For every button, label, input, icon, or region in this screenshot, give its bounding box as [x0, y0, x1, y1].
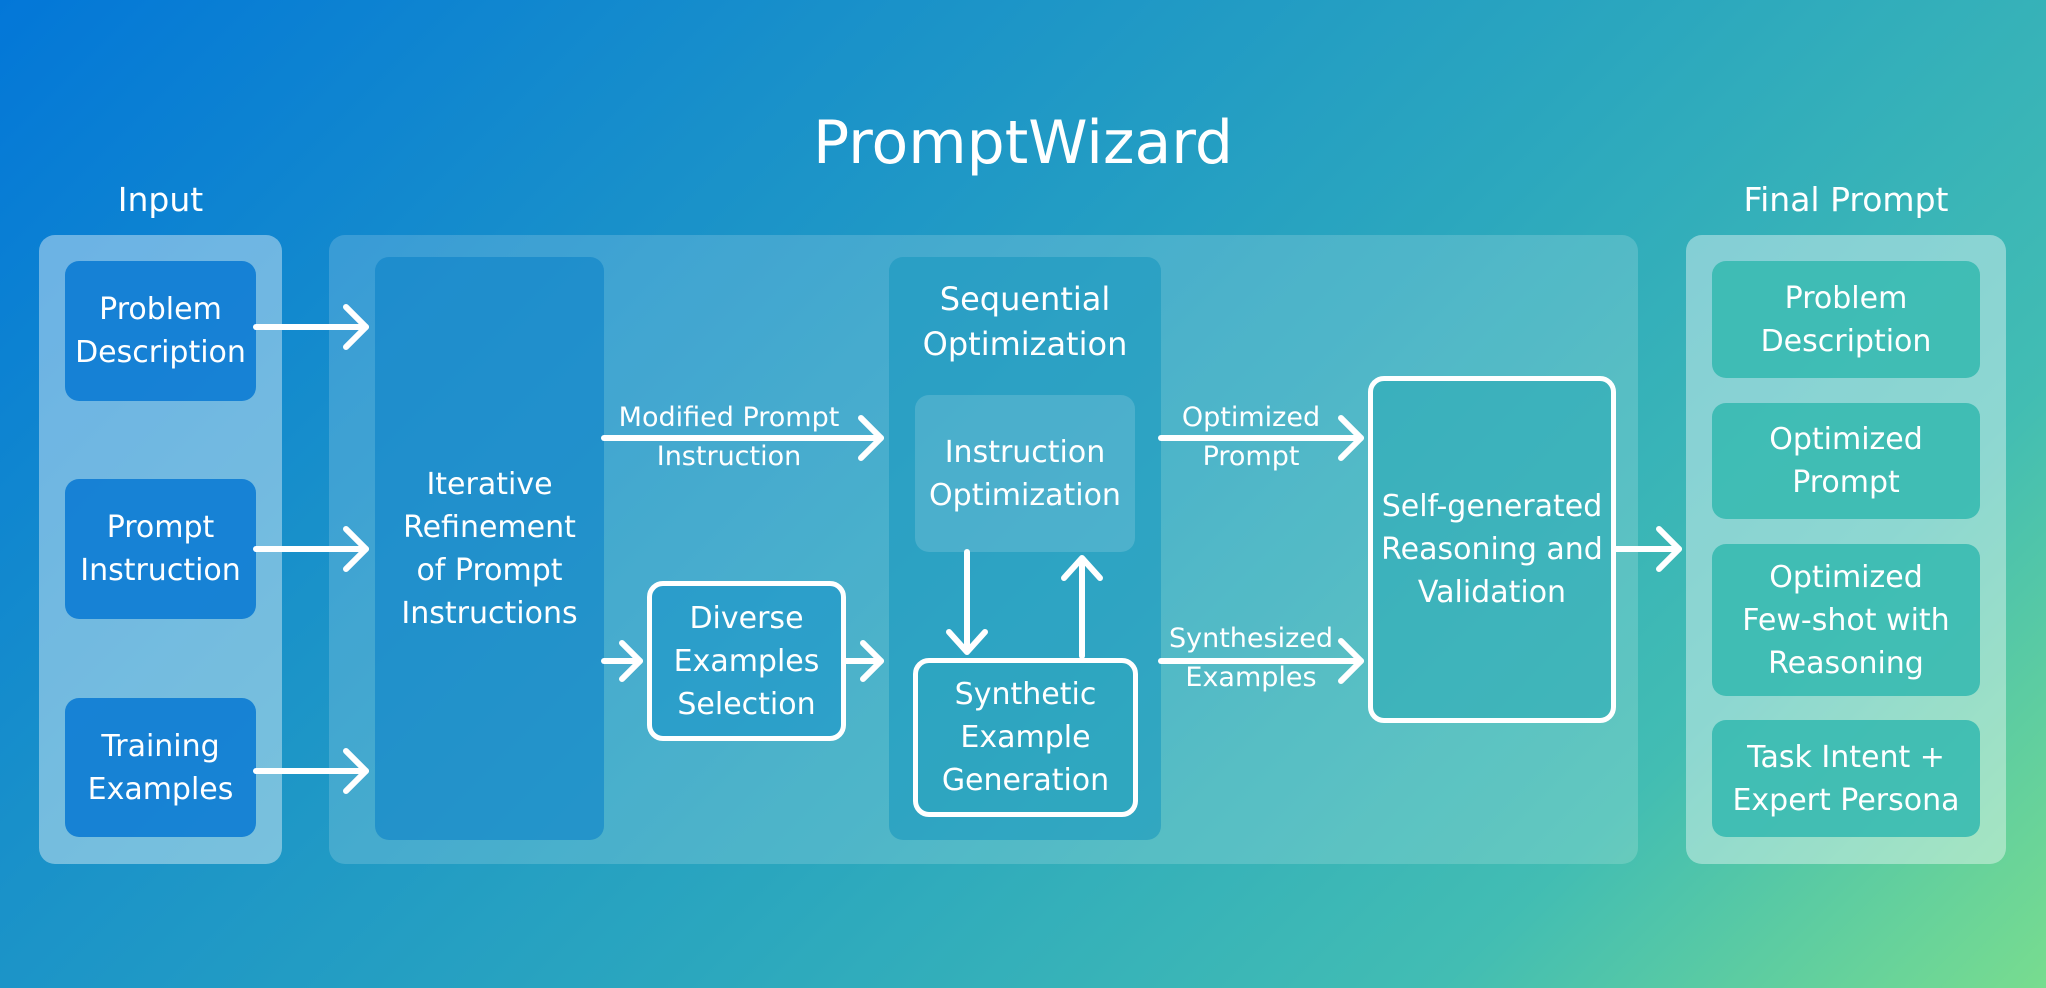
edge-label-modified-prompt: Modified Prompt Instruction [618, 402, 840, 472]
self-generated-reasoning-box: Self-generated Reasoning and Validation [1368, 376, 1616, 723]
instruction-optimization-box: Instruction Optimization [915, 395, 1135, 552]
edge-label-synthesized-examples: Synthesized Examples [1168, 623, 1334, 693]
final-problem-description: Problem Description [1712, 261, 1980, 378]
sequential-optimization-panel [889, 257, 1161, 840]
input-training-examples: Training Examples [65, 698, 256, 837]
diverse-examples-selection-box: Diverse Examples Selection [647, 581, 846, 741]
iterative-refinement-box: Iterative Refinement of Prompt Instructi… [375, 257, 604, 840]
input-column-label: Input [117, 180, 204, 219]
input-prompt-instruction: Prompt Instruction [65, 479, 256, 619]
sequential-optimization-title: Sequential Optimization [922, 280, 1128, 363]
page-title: PromptWizard [813, 108, 1233, 178]
synthetic-example-generation-box: Synthetic Example Generation [913, 658, 1138, 817]
final-optimized-prompt: Optimized Prompt [1712, 403, 1980, 519]
input-problem-description: Problem Description [65, 261, 256, 401]
edge-label-optimized-prompt: Optimized Prompt [1181, 402, 1321, 472]
final-optimized-few-shot: Optimized Few-shot with Reasoning [1712, 544, 1980, 696]
final-column-label: Final Prompt [1743, 180, 1949, 219]
final-task-intent-persona: Task Intent + Expert Persona [1712, 720, 1980, 837]
